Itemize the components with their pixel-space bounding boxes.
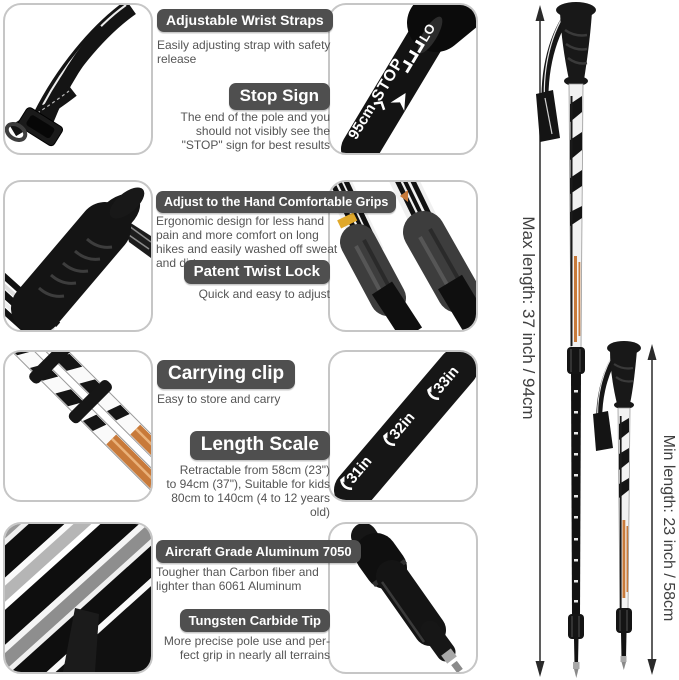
- long-pole: [536, 2, 596, 678]
- badge-aluminum-7050: Aircraft Grade Aluminum 7050: [156, 540, 361, 563]
- orange-branding: [574, 256, 577, 342]
- panel-length-scale: 33in 32in 31in: [328, 350, 478, 502]
- lock-label-sticker: [337, 212, 358, 229]
- text-patent-twist-lock: Quick and easy to adjust: [198, 287, 330, 301]
- panel-wrist-strap: [3, 3, 153, 155]
- grip-top-cap: [109, 187, 145, 219]
- badge-adjustable-wrist-straps: Adjustable Wrist Straps: [157, 9, 333, 32]
- grip-photo: [5, 187, 151, 330]
- long-pole-collar-2: [568, 614, 584, 639]
- clip-1: [29, 352, 73, 384]
- badge-stop-sign: Stop Sign: [228, 83, 330, 110]
- clip-2: [68, 379, 112, 424]
- badge-length-scale: Length Scale: [189, 431, 330, 460]
- badge-patent-twist-lock: Patent Twist Lock: [183, 260, 330, 284]
- panel-stop-sign: LO STOP 95cm: [328, 3, 478, 155]
- min-length-label: Min length: 23 inch / 58cm: [660, 435, 677, 622]
- long-pole-grip: [560, 12, 592, 80]
- carbide-point: [451, 660, 463, 672]
- carbide-tip-photo: [351, 524, 463, 672]
- arrow-up-icon: [535, 5, 545, 21]
- arrow-up-icon: [647, 344, 657, 360]
- badge-comfortable-grips: Adjust to the Hand Comfortable Grips: [156, 191, 397, 213]
- short-pole-grip: [610, 350, 637, 404]
- wrist-strap-photo: [5, 5, 136, 147]
- length-95-arrow-icon: [373, 101, 386, 111]
- long-pole-collar-1: [567, 347, 585, 374]
- panel-aluminum-shaft: [3, 522, 153, 674]
- panel-carrying-clip: [3, 350, 153, 502]
- tip-ferrule: [441, 648, 457, 664]
- arrow-down-icon: [535, 661, 545, 677]
- text-tungsten-carbide-tip: More precise pole use and per- fect grip…: [163, 634, 330, 662]
- long-pole-ferrule: [573, 662, 580, 669]
- panel-grip: [3, 180, 153, 332]
- text-stop-sign: The end of the pole and you should not v…: [180, 110, 330, 152]
- badge-carrying-clip: Carrying clip: [157, 360, 296, 389]
- lock-chevrons-icon: [402, 39, 425, 74]
- short-pole-ferrule: [620, 656, 627, 662]
- min-length-measure: Min length: 23 inch / 58cm: [647, 344, 677, 675]
- strap-ring: [5, 122, 28, 142]
- short-pole-collar: [616, 608, 632, 633]
- short-pole-tip: [621, 662, 626, 670]
- max-length-label: Max length: 37 inch / 94cm: [519, 216, 538, 419]
- long-pole-tip: [574, 669, 579, 678]
- stop-pole-photo: LO STOP 95cm: [341, 5, 476, 153]
- long-pole-scale-ticks: [574, 390, 578, 603]
- arrow-down-icon: [647, 659, 657, 675]
- badge-tungsten-carbide-tip: Tungsten Carbide Tip: [179, 609, 330, 632]
- grip-silhouette: [63, 608, 99, 672]
- text-aluminum-7050: Tougher than Carbon fiber and lighter th…: [156, 565, 319, 593]
- text-adjustable-wrist-straps: Easily adjusting strap with safety relea…: [157, 38, 331, 66]
- text-length-scale: Retractable from 58cm (23") to 94cm (37"…: [166, 463, 330, 519]
- stop-arrow-icon: [390, 92, 406, 111]
- short-pole: [593, 341, 641, 670]
- poles-measurement-graphic: Max length: 37 inch / 94cm: [519, 2, 677, 678]
- short-pole-orange-branding: [622, 520, 626, 598]
- strap-buckle: [17, 107, 64, 147]
- aluminum-shaft-photo: [5, 524, 151, 672]
- carrying-clip-photo: [5, 352, 151, 500]
- text-carrying-clip: Easy to store and carry: [157, 392, 281, 406]
- orange-marker: [400, 190, 408, 202]
- length-scale-photo: 33in 32in 31in: [334, 352, 476, 500]
